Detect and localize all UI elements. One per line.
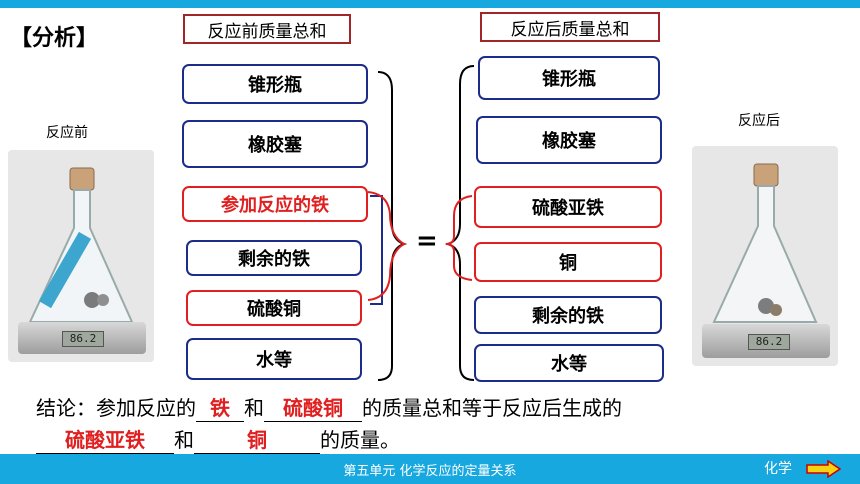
right-item-stopper: 橡胶塞: [476, 116, 662, 164]
left-item-stopper: 橡胶塞: [182, 120, 368, 168]
after-flask-photo: 86.2: [692, 146, 838, 366]
answer-blank-iron: 铁: [196, 392, 244, 422]
before-flask-photo: 86.2: [8, 150, 154, 362]
answer-blank-ferrous-sulfate: 硫酸亚铁: [36, 424, 174, 454]
after-mass-header: 反应后质量总和: [480, 12, 660, 42]
conclusion-line-1: 结论：参加反应的铁和硫酸铜的质量总和等于反应后生成的: [36, 392, 622, 422]
footer-title: 第五单元 化学反应的定量关系: [343, 464, 517, 479]
conclusion-text-3: 的质量总和等于反应后生成的: [362, 396, 622, 420]
right-item-flask: 锥形瓶: [478, 56, 660, 100]
left-item-water: 水等: [186, 338, 362, 380]
before-mass-header: 反应前质量总和: [183, 14, 351, 44]
right-item-ferrous-sulfate: 硫酸亚铁: [474, 186, 662, 228]
top-bar: [0, 0, 860, 8]
conclusion-line-2: 硫酸亚铁和铜的质量。: [36, 424, 400, 454]
answer-blank-copper: 铜: [194, 424, 320, 454]
conclusion-text-2: 和: [244, 396, 264, 420]
analysis-label: 【分析】: [10, 26, 99, 51]
answer-blank-copper-sulfate: 硫酸铜: [264, 392, 362, 422]
right-item-copper: 铜: [474, 242, 662, 282]
conclusion-text-1: 结论：参加反应的: [36, 396, 196, 420]
after-photo-label: 反应后: [738, 113, 780, 129]
flask-icon: [712, 163, 818, 323]
left-item-remaining-iron: 剩余的铁: [186, 240, 362, 276]
after-scale: 86.2: [702, 324, 830, 358]
conclusion-text-5: 的质量。: [320, 428, 400, 452]
footer-subject: 化学: [764, 461, 792, 477]
conclusion-text-4: 和: [174, 428, 194, 452]
right-item-remaining-iron: 剩余的铁: [474, 296, 662, 334]
bottom-bar: [0, 454, 860, 484]
next-arrow-icon[interactable]: [806, 460, 842, 478]
left-item-reacted-iron: 参加反应的铁: [182, 186, 368, 222]
left-item-copper-sulfate: 硫酸铜: [186, 290, 362, 326]
left-item-flask: 锥形瓶: [182, 64, 368, 104]
after-scale-display: 86.2: [748, 334, 790, 350]
before-photo-label: 反应前: [46, 125, 88, 141]
before-scale-display: 86.2: [62, 331, 104, 347]
reacted-iron-text: 参加反应的铁: [221, 195, 329, 216]
right-item-water: 水等: [474, 344, 664, 382]
before-scale: 86.2: [18, 322, 146, 354]
equals-sign: =: [416, 226, 438, 256]
